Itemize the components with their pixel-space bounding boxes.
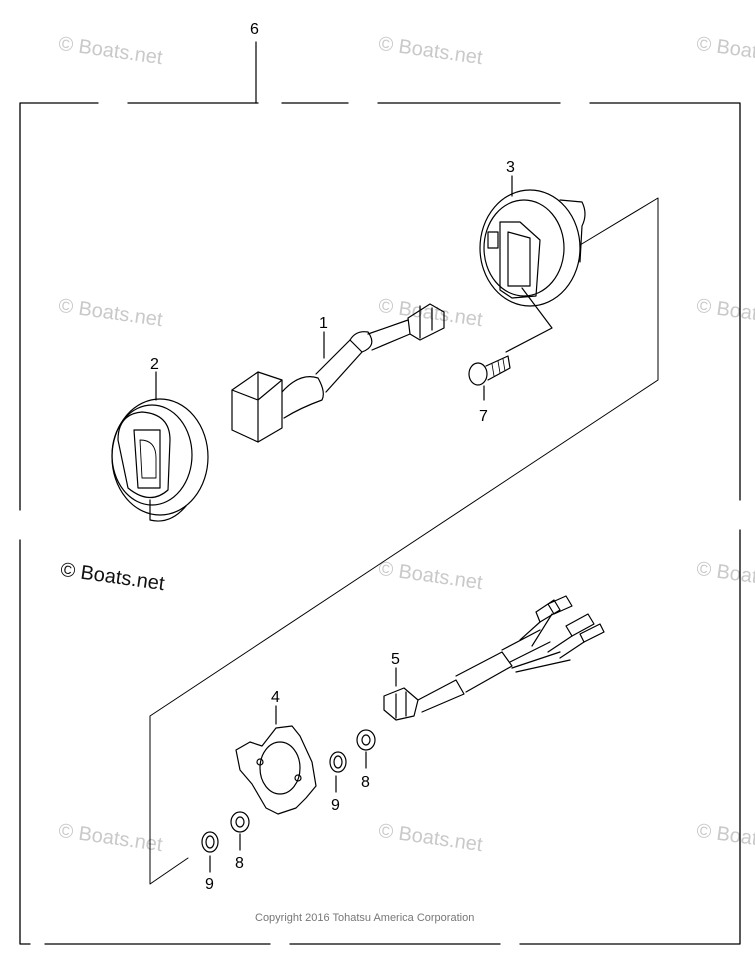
assembly-frame: [19, 41, 741, 945]
callout-8: 8: [361, 774, 370, 791]
callout-2: 2: [150, 356, 159, 373]
callout-9: 9: [331, 797, 340, 814]
part-8-nut-b: [230, 811, 250, 851]
callout-7: 7: [479, 408, 488, 425]
part-2-housing: [111, 371, 209, 522]
part-5-harness: [383, 595, 605, 721]
copyright-notice: Copyright 2016 Tohatsu America Corporati…: [255, 912, 475, 924]
callout-8: 8: [235, 855, 244, 872]
part-8-nut-a: [356, 729, 376, 769]
callout-5: 5: [391, 651, 400, 668]
callout-4: 4: [271, 689, 280, 706]
callout-9: 9: [205, 876, 214, 893]
sub-assembly-bracket: [149, 197, 659, 885]
part-4-plate: [235, 705, 317, 815]
callout-1: 1: [319, 315, 328, 332]
callout-6: 6: [250, 21, 259, 38]
callout-3: 3: [506, 159, 515, 176]
part-9-lock-washer-b: [201, 831, 219, 873]
part-9-lock-washer-a: [329, 751, 347, 793]
part-3-housing: [479, 175, 586, 307]
leader-line-7: [505, 287, 553, 353]
part-7-screw: [468, 355, 511, 401]
part-1-switch-harness: [231, 303, 445, 443]
